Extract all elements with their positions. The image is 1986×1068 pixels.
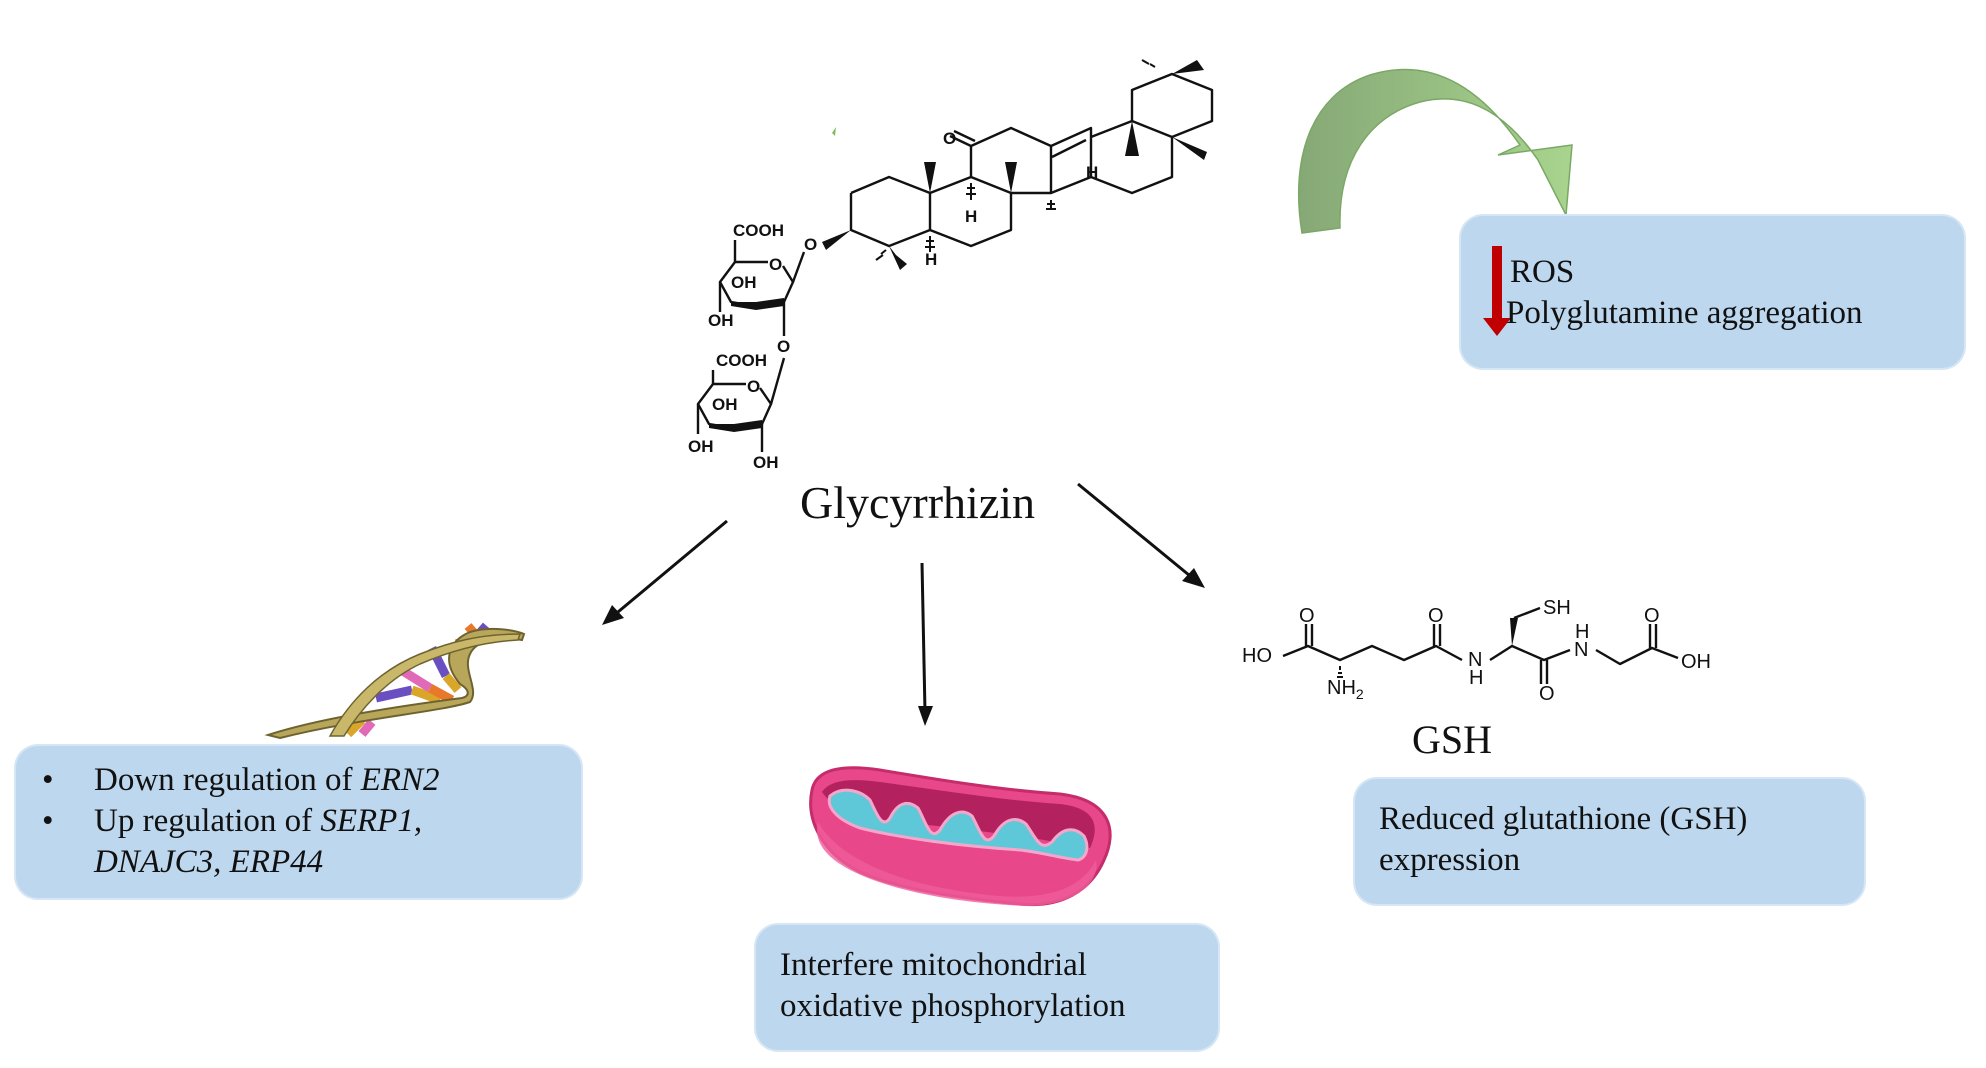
ring-oxygen-1: O [769,255,782,274]
gsh-o-label-4: O [1644,605,1660,627]
gsh-o-label-1: O [1299,605,1315,627]
oh-label-1b: OH [708,311,734,330]
oh-label-2b: OH [688,437,714,456]
gene-list-continuation: DNAJC3, ERP44 [94,844,324,880]
gene-name: ERN2 [360,762,440,798]
ros-effect-box: ROS Polyglutamine aggregation [1461,216,1964,368]
mitochondrion-icon [809,766,1112,907]
gsh-n-label-2: N [1574,639,1588,661]
mito-line-2: oxidative phosphorylation [780,988,1126,1024]
glucuronic-acid-1 [718,240,806,336]
green-fleck [832,127,836,136]
curved-arrow-icon [1297,68,1573,234]
h-label-c5: H [925,250,937,269]
link-oxygen-label: O [777,337,790,356]
gsh-title: GSH [1412,717,1493,762]
gene-item-prefix: Down regulation of [94,762,361,798]
compound-title: Glycyrrhizin [800,477,1036,528]
oh-label-2a: OH [712,395,738,414]
cooh-label-1: COOH [733,221,784,240]
gsh-line-1: Reduced glutathione (GSH) [1379,801,1748,837]
gsh-h-label-1: H [1469,667,1483,689]
gsh-line-2: expression [1379,842,1521,878]
bullet: • [42,762,54,798]
ketone-oxygen-label: O [943,129,956,148]
gsh-n-label-1: N [1468,649,1482,671]
gsh-ho-label: HO [1242,645,1272,667]
gene-list-item: • Down regulation of ERN2 [16,760,576,801]
arrow-to-mitochondria [918,562,933,726]
arrow-to-gene-box [602,519,728,625]
bullet: • [42,803,54,839]
glucuronic-acid-2 [696,357,786,452]
down-arrow-icon [1492,246,1502,320]
polyglutamine-label: Polyglutamine aggregation [1506,295,1863,331]
gene-name: SERP1, [320,803,423,839]
gsh-o-label-2: O [1428,605,1444,627]
h-label-c9: H [965,207,977,226]
arrow-to-gsh [1077,482,1205,588]
gsh-sh-label: SH [1543,597,1571,619]
gene-list-item: • Up regulation of SERP1, [16,801,576,842]
glycoside-oxygen-label: O [804,235,817,254]
gsh-o-label-3: O [1539,683,1555,705]
gsh-nh2-label: NH2 [1327,677,1364,702]
oh-label-2c: OH [753,453,779,472]
oh-label-1a: OH [731,273,757,292]
gene-regulation-box: • Down regulation of ERN2 • Up regulatio… [16,746,581,898]
ros-label: ROS [1510,254,1575,290]
dna-helix-icon [264,622,526,740]
h-label-c18: H [1086,163,1098,182]
gsh-h-label-2: H [1575,621,1589,643]
triterpene-skeleton [822,59,1214,270]
mitochondria-effect-box: Interfere mitochondrial oxidative phosph… [756,925,1218,1050]
ring-oxygen-2: O [747,377,760,396]
cooh-label-2: COOH [716,351,767,370]
gsh-effect-box: Reduced glutathione (GSH) expression [1355,779,1864,904]
gsh-skeleton [1282,606,1679,684]
gsh-oh-label: OH [1681,651,1711,673]
gene-item-prefix: Up regulation of [94,803,321,839]
mito-line-1: Interfere mitochondrial [780,947,1087,983]
down-arrow-head [1483,318,1511,336]
